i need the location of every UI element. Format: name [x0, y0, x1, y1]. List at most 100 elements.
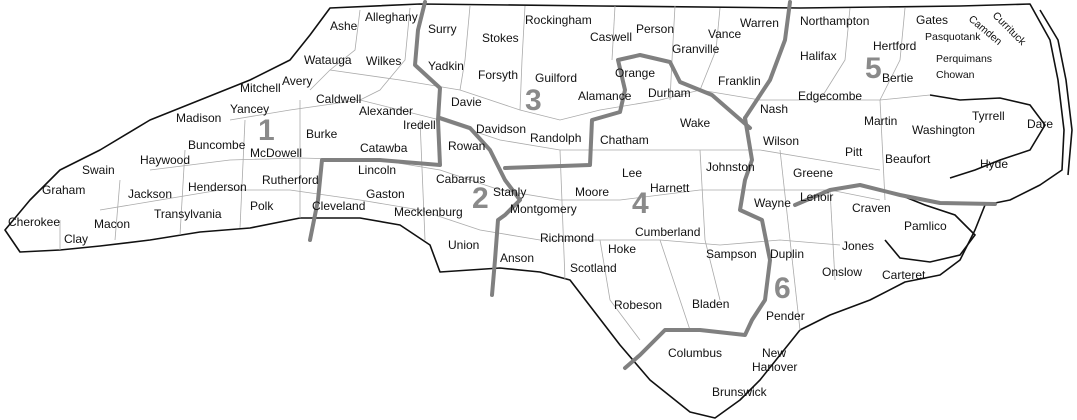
county-label-warren: Warren — [740, 16, 779, 30]
county-label-orange: Orange — [615, 66, 655, 80]
county-label-davidson: Davidson — [476, 122, 526, 136]
county-label-jackson: Jackson — [128, 187, 172, 201]
county-label-cabarrus: Cabarrus — [436, 172, 485, 186]
county-label-onslow: Onslow — [822, 265, 862, 279]
county-label-wake: Wake — [680, 116, 711, 130]
county-label-graham: Graham — [42, 183, 85, 197]
county-label-macon: Macon — [94, 217, 130, 231]
county-label-madison: Madison — [176, 111, 221, 125]
county-label-surry: Surry — [428, 22, 457, 36]
county-label-gaston: Gaston — [366, 187, 405, 201]
county-label-mitchell: Mitchell — [240, 81, 281, 95]
region-number-5: 5 — [865, 52, 882, 85]
county-label-transylvania: Transylvania — [154, 207, 222, 221]
region-boundary-4-6 — [623, 116, 772, 370]
county-label-pamlico: Pamlico — [904, 219, 947, 233]
county-label-forsyth: Forsyth — [478, 68, 518, 82]
county-label-mcdowell: McDowell — [250, 146, 302, 160]
county-label-carteret: Carteret — [882, 268, 926, 282]
county-label-moore: Moore — [575, 185, 609, 199]
state-outline — [4, 3, 1065, 419]
county-label-alleghany: Alleghany — [365, 10, 418, 24]
county-label-durham: Durham — [648, 86, 691, 100]
county-label-randolph: Randolph — [530, 131, 581, 145]
county-label-duplin: Duplin — [770, 247, 804, 261]
county-label-lincoln: Lincoln — [358, 163, 396, 177]
county-label-gates: Gates — [916, 13, 948, 27]
county-label-caldwell: Caldwell — [316, 92, 361, 106]
county-label-catawba: Catawba — [360, 141, 408, 155]
county-label-yadkin: Yadkin — [428, 59, 464, 73]
county-label-sampson: Sampson — [706, 247, 757, 261]
county-label-bladen: Bladen — [692, 297, 729, 311]
region-numbers: 1 2 3 4 5 6 — [258, 52, 882, 305]
county-label-hoke: Hoke — [608, 242, 636, 256]
county-label-nash: Nash — [760, 102, 788, 116]
county-label-wilkes: Wilkes — [366, 54, 401, 68]
county-label-scotland: Scotland — [570, 261, 617, 275]
county-label-cherokee: Cherokee — [8, 215, 60, 229]
county-label-cumberland: Cumberland — [635, 225, 700, 239]
county-label-montgomery: Montgomery — [510, 202, 577, 216]
county-label-polk: Polk — [250, 199, 274, 213]
county-label-martin: Martin — [864, 114, 897, 128]
county-label-anson: Anson — [500, 251, 534, 265]
county-label-watauga: Watauga — [304, 53, 352, 67]
county-label-rowan: Rowan — [448, 139, 485, 153]
county-label-beaufort: Beaufort — [885, 152, 931, 166]
county-label-pitt: Pitt — [845, 145, 863, 159]
county-label-richmond: Richmond — [540, 231, 594, 245]
county-label-haywood: Haywood — [140, 153, 190, 167]
county-label-union: Union — [448, 238, 479, 252]
county-label-lenoir: Lenoir — [800, 190, 833, 204]
region-boundary-3-4 — [503, 53, 752, 170]
county-label-clay: Clay — [64, 232, 88, 246]
county-label-buncombe: Buncombe — [188, 138, 246, 152]
county-label-vance: Vance — [708, 27, 741, 41]
county-label-alamance: Alamance — [578, 89, 632, 103]
region-number-3: 3 — [525, 84, 542, 117]
region-boundary-2-3 — [438, 116, 522, 297]
county-label-new-hanover-line2: Hanover — [752, 360, 797, 374]
region-number-1: 1 — [258, 114, 275, 147]
region-number-2: 2 — [472, 182, 489, 215]
county-label-chatham: Chatham — [600, 133, 649, 147]
county-label-rutherford: Rutherford — [262, 173, 319, 187]
county-label-burke: Burke — [306, 127, 338, 141]
county-label-stanly: Stanly — [493, 185, 526, 199]
region-number-6: 6 — [774, 272, 791, 305]
county-label-perquimans: Perquimans — [936, 53, 992, 65]
outer-banks — [1039, 9, 1073, 176]
county-label-iredell: Iredell — [403, 118, 436, 132]
county-label-person: Person — [636, 22, 674, 36]
region-boundary-5-6 — [793, 183, 997, 207]
county-label-halifax: Halifax — [800, 49, 837, 63]
county-label-caswell: Caswell — [590, 30, 632, 44]
county-label-tyrrell: Tyrrell — [972, 109, 1005, 123]
county-label-cleveland: Cleveland — [312, 199, 365, 213]
county-label-craven: Craven — [852, 201, 891, 215]
county-label-wilson: Wilson — [763, 134, 799, 148]
county-label-edgecombe: Edgecombe — [798, 89, 862, 103]
county-label-stokes: Stokes — [482, 31, 519, 45]
county-label-bertie: Bertie — [882, 71, 914, 85]
county-label-guilford: Guilford — [535, 71, 577, 85]
region-boundaries — [308, 0, 997, 370]
county-label-swain: Swain — [82, 163, 115, 177]
county-label-rockingham: Rockingham — [525, 13, 592, 27]
county-label-henderson: Henderson — [188, 180, 247, 194]
county-boundaries — [59, 5, 931, 341]
county-label-hyde: Hyde — [980, 157, 1008, 171]
county-label-franklin: Franklin — [718, 74, 761, 88]
county-label-brunswick: Brunswick — [712, 385, 768, 399]
county-label-lee: Lee — [622, 166, 642, 180]
county-label-new-hanover-line1: New — [762, 346, 786, 360]
county-label-robeson: Robeson — [614, 298, 662, 312]
albemarle-sound-shore — [929, 94, 1046, 179]
county-label-granville: Granville — [672, 42, 720, 56]
region-number-4: 4 — [632, 187, 649, 220]
county-label-pender: Pender — [766, 309, 805, 323]
county-label-harnett: Harnett — [650, 181, 690, 195]
county-label-washington: Washington — [912, 123, 975, 137]
